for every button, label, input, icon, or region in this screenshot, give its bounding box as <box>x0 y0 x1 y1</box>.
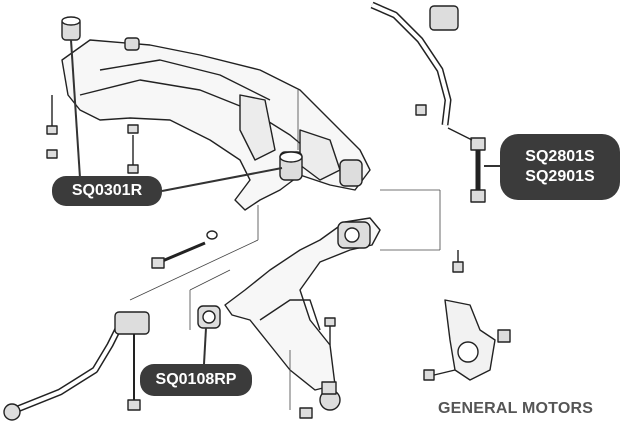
stabilizer-bar-lower <box>13 323 124 414</box>
stabilizer-link <box>470 137 486 203</box>
lower-control-arm <box>224 217 381 391</box>
subframe-bushing-front-right <box>279 151 303 181</box>
callout-control-arm-bushing-label: SQ0108RP <box>155 371 237 388</box>
leader-control-arm-bushing <box>203 327 207 365</box>
callout-stabilizer-link-label-1: SQ2801S <box>525 148 595 165</box>
callout-subframe-bushing: SQ0301R <box>52 176 162 206</box>
control-arm-front-bushing <box>197 305 221 329</box>
callout-control-arm-bushing: SQ0108RP <box>140 364 252 396</box>
callout-stabilizer-link: SQ2801S SQ2901S <box>500 134 620 200</box>
callout-stabilizer-link-label-2: SQ2901S <box>525 168 595 185</box>
callout-subframe-bushing-label: SQ0301R <box>71 182 143 199</box>
subframe-bushing-rear-left <box>61 16 81 41</box>
control-arm-rear-bushing <box>337 221 371 249</box>
leader-subframe-front <box>161 167 283 192</box>
brand-label: GENERAL MOTORS <box>438 400 594 417</box>
steering-knuckle <box>444 299 496 381</box>
leader-subframe-rear <box>70 39 81 179</box>
